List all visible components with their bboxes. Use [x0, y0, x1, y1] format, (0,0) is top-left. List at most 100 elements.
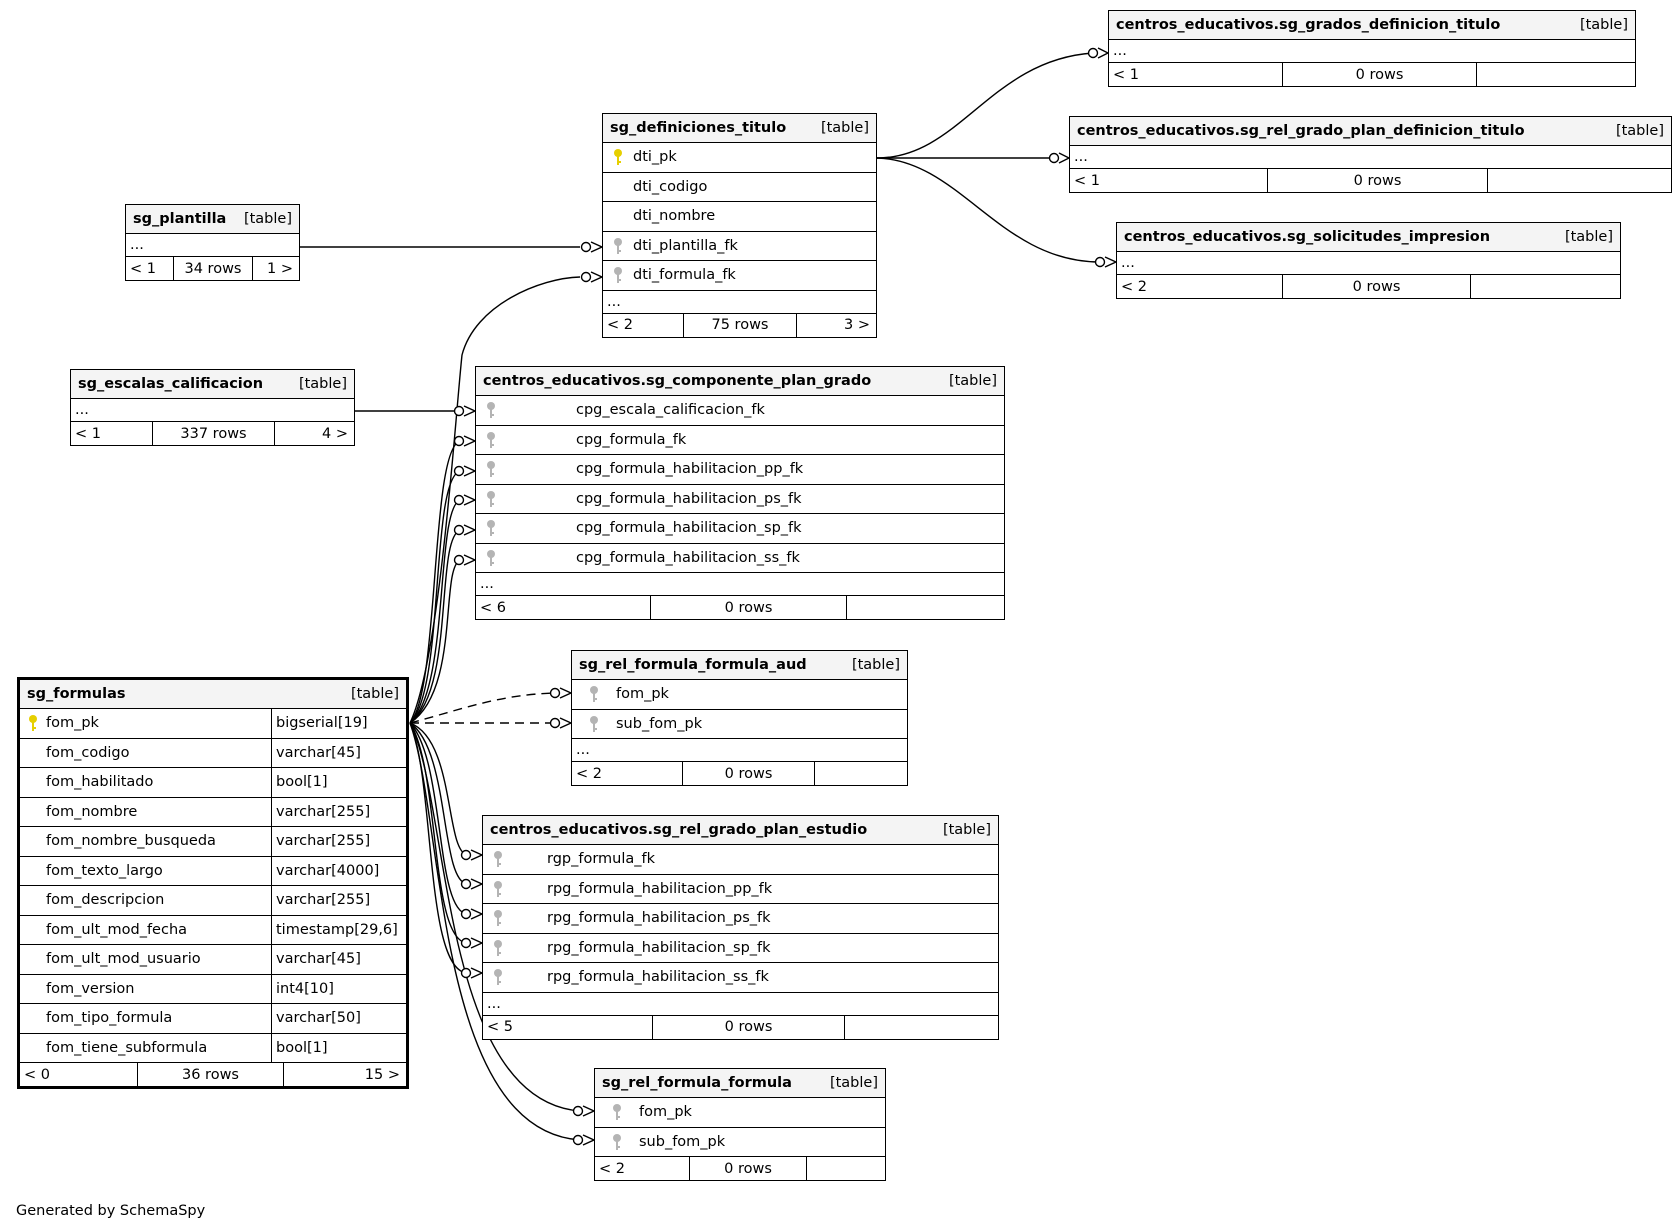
table-sg-escalas-calificacion[interactable]: sg_escalas_calificacion [table] ... < 1 … — [70, 369, 355, 446]
table-header: sg_definiciones_titulo [table] — [603, 114, 876, 143]
foreign-key-icon — [476, 401, 576, 419]
column-row[interactable]: fom_descripcion varchar[255] — [20, 886, 406, 916]
column-row[interactable]: dti_nombre — [603, 202, 876, 232]
column-row[interactable]: dti_plantilla_fk — [603, 232, 876, 261]
column-name: fom_tipo_formula — [46, 1010, 173, 1027]
table-header: centros_educativos.sg_solicitudes_impres… — [1117, 223, 1620, 252]
parents-count: < 2 — [1117, 275, 1283, 298]
primary-key-icon — [20, 714, 46, 732]
foreign-key-icon — [476, 519, 576, 537]
table-sg-rel-grado-plan-estudio[interactable]: centros_educativos.sg_rel_grado_plan_est… — [482, 815, 999, 1040]
column-name: dti_plantilla_fk — [633, 237, 738, 254]
table-sg-componente-plan-grado[interactable]: centros_educativos.sg_componente_plan_gr… — [475, 366, 1005, 620]
table-name: centros_educativos.sg_componente_plan_gr… — [483, 373, 872, 389]
edge-formulas-cpg4 — [409, 529, 461, 724]
foreign-key-icon — [572, 715, 616, 733]
table-sg-rel-grado-plan-definicion-titulo[interactable]: centros_educativos.sg_rel_grado_plan_def… — [1069, 116, 1672, 193]
generated-by-label: Generated by SchemaSpy — [16, 1203, 206, 1219]
table-sg-plantilla[interactable]: sg_plantilla [table] ... < 1 34 rows 1 > — [125, 204, 300, 281]
column-row[interactable]: fom_pk — [572, 680, 907, 710]
foreign-key-icon — [603, 266, 633, 284]
column-name: fom_ult_mod_usuario — [46, 951, 201, 968]
column-type: varchar[255] — [271, 797, 406, 826]
parents-count: < 1 — [126, 257, 174, 280]
row-count: 0 rows — [653, 1015, 845, 1039]
column-row[interactable]: rpg_formula_habilitacion_ss_fk — [483, 963, 998, 993]
edge-formulas-rge5 — [409, 722, 468, 974]
ellipsis-row: ... — [1117, 252, 1620, 275]
column-row[interactable]: cpg_escala_calificacion_fk — [476, 396, 1004, 426]
column-row[interactable]: cpg_formula_habilitacion_pp_fk — [476, 455, 1004, 485]
edge-formulas-cpg1 — [409, 440, 461, 724]
children-count — [807, 1157, 885, 1180]
children-count — [847, 596, 1004, 619]
column-row[interactable]: rpg_formula_habilitacion_ps_fk — [483, 904, 998, 934]
column-row[interactable]: cpg_formula_fk — [476, 426, 1004, 455]
children-count: 1 > — [267, 260, 293, 277]
column-name: rpg_formula_habilitacion_sp_fk — [547, 939, 771, 956]
edge-formulas-cpg2 — [409, 470, 461, 724]
edge-definiciones-grados — [876, 52, 1094, 159]
column-row[interactable]: dti_pk — [603, 143, 876, 173]
table-footer: < 1 337 rows 4 > — [71, 422, 354, 445]
ellipsis-row: ... — [1070, 146, 1671, 169]
column-name: fom_descripcion — [46, 892, 165, 909]
row-count: 36 rows — [138, 1063, 284, 1086]
table-type-tag: [table] — [243, 211, 292, 227]
table-sg-definiciones-titulo[interactable]: sg_definiciones_titulo [table] dti_pk dt… — [602, 113, 877, 338]
column-type: timestamp[29,6] — [271, 915, 406, 944]
column-type: varchar[255] — [271, 886, 406, 915]
table-name: centros_educativos.sg_grados_definicion_… — [1116, 17, 1501, 33]
column-row[interactable]: sub_fom_pk — [572, 710, 907, 739]
column-type: varchar[4000] — [271, 856, 406, 885]
column-row[interactable]: dti_codigo — [603, 173, 876, 202]
table-sg-rel-formula-formula-aud[interactable]: sg_rel_formula_formula_aud [table] fom_p… — [571, 650, 908, 786]
parents-count: < 2 — [595, 1157, 690, 1180]
table-header: centros_educativos.sg_rel_grado_plan_est… — [483, 816, 998, 845]
row-count: 75 rows — [684, 313, 797, 337]
column-row[interactable]: cpg_formula_habilitacion_ps_fk — [476, 485, 1004, 514]
column-row[interactable]: dti_formula_fk — [603, 261, 876, 291]
column-row[interactable]: rpg_formula_habilitacion_pp_fk — [483, 875, 998, 904]
table-sg-rel-formula-formula[interactable]: sg_rel_formula_formula [table] fom_pk su… — [594, 1068, 886, 1181]
column-row[interactable]: cpg_formula_habilitacion_ss_fk — [476, 544, 1004, 573]
column-row[interactable]: fom_tipo_formula varchar[50] — [20, 1004, 406, 1034]
column-row[interactable]: sub_fom_pk — [595, 1128, 885, 1157]
table-sg-solicitudes-impresion[interactable]: centros_educativos.sg_solicitudes_impres… — [1116, 222, 1621, 299]
table-type-tag: [table] — [829, 1075, 878, 1091]
column-row[interactable]: cpg_formula_habilitacion_sp_fk — [476, 514, 1004, 544]
column-name: cpg_formula_habilitacion_pp_fk — [576, 461, 804, 478]
children-count — [845, 1016, 998, 1039]
table-header: centros_educativos.sg_componente_plan_gr… — [476, 367, 1004, 396]
column-row[interactable]: rpg_formula_habilitacion_sp_fk — [483, 934, 998, 963]
table-type-tag: [table] — [1615, 123, 1664, 139]
table-footer: < 2 75 rows 3 > — [603, 313, 876, 337]
table-sg-grados-definicion-titulo[interactable]: centros_educativos.sg_grados_definicion_… — [1108, 10, 1636, 87]
table-type-tag: [table] — [820, 120, 869, 136]
column-type: varchar[50] — [271, 1004, 406, 1033]
foreign-key-icon — [476, 549, 576, 567]
column-name: sub_fom_pk — [616, 715, 703, 732]
edge-formulas-cpg5 — [409, 559, 461, 724]
table-name: sg_rel_formula_formula — [602, 1075, 792, 1091]
column-row[interactable]: rgp_formula_fk — [483, 845, 998, 875]
column-type: varchar[255] — [271, 827, 406, 856]
column-row[interactable]: fom_pk — [595, 1098, 885, 1128]
column-name: dti_formula_fk — [633, 267, 736, 284]
row-count: 0 rows — [651, 596, 847, 619]
column-type: bool[1] — [271, 1033, 406, 1062]
column-name: fom_habilitado — [46, 774, 154, 791]
table-header: sg_rel_formula_formula_aud [table] — [572, 651, 907, 680]
ellipsis-row: ... — [572, 739, 907, 762]
